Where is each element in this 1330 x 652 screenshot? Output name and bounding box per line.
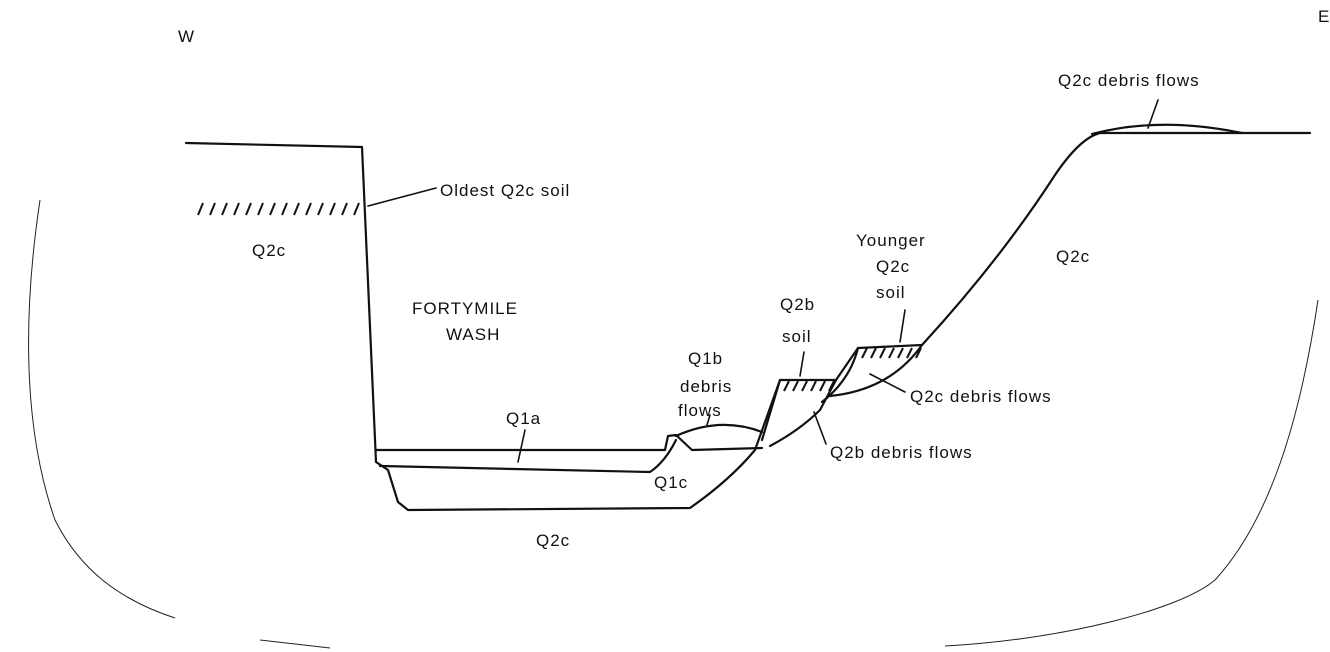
west-label: W	[178, 27, 195, 46]
soil-hatch-mark	[234, 203, 239, 215]
sketch-outline	[29, 200, 1318, 648]
q2b-label: Q2b	[780, 295, 815, 314]
wash-label: WASH	[446, 325, 500, 344]
q2c-left-label: Q2c	[252, 241, 286, 260]
q1b-flows-label: flows	[678, 401, 722, 420]
fortymile-label: FORTYMILE	[412, 299, 518, 318]
soil-hatch-mark	[898, 348, 903, 358]
younger-soil-label: soil	[876, 283, 906, 302]
soil-hatch-mark	[820, 381, 825, 391]
oldest-soil-hatching	[198, 203, 359, 215]
younger-label: Younger	[856, 231, 926, 250]
oldest-q2c-soil-label: Oldest Q2c soil	[440, 181, 570, 200]
soil-hatch-mark	[282, 203, 287, 215]
soil-hatch-mark	[198, 203, 203, 215]
q2b-debris-flows-label: Q2b debris flows	[830, 443, 973, 462]
q2b-soil-label: soil	[782, 327, 812, 346]
leader-lines	[368, 100, 1158, 462]
q2c-right-label: Q2c	[1056, 247, 1090, 266]
soil-hatch-mark	[802, 381, 807, 391]
soil-hatch-mark	[318, 203, 323, 215]
q2c-bottom-label: Q2c	[536, 531, 570, 550]
soil-hatch-mark	[258, 203, 263, 215]
soil-hatch-mark	[210, 203, 215, 215]
soil-hatch-mark	[330, 203, 335, 215]
ground-profile	[186, 125, 1310, 510]
soil-hatch-mark	[880, 348, 885, 358]
soil-hatch-mark	[907, 348, 912, 358]
q1b-debris-label: debris	[680, 377, 732, 396]
soil-hatch-mark	[871, 348, 876, 358]
east-label: E	[1318, 7, 1330, 26]
q1c-label: Q1c	[654, 473, 688, 492]
soil-hatch-mark	[784, 381, 789, 391]
q1b-label: Q1b	[688, 349, 723, 368]
soil-hatch-mark	[342, 203, 347, 215]
soil-hatch-mark	[862, 348, 867, 358]
soil-hatch-mark	[246, 203, 251, 215]
q2b-soil-hatching	[784, 381, 834, 391]
soil-hatch-mark	[354, 203, 359, 215]
q2c-debris-flows-top-label: Q2c debris flows	[1058, 71, 1200, 90]
soil-hatch-mark	[793, 381, 798, 391]
younger-q2c-label: Q2c	[876, 257, 910, 276]
q1a-label: Q1a	[506, 409, 541, 428]
q2c-debris-flows-mid-label: Q2c debris flows	[910, 387, 1052, 406]
soil-hatch-mark	[294, 203, 299, 215]
soil-hatch-mark	[270, 203, 275, 215]
soil-hatch-mark	[222, 203, 227, 215]
soil-hatch-mark	[889, 348, 894, 358]
labels: W E Q2c debris flows Oldest Q2c soil Q2c…	[178, 7, 1330, 550]
soil-hatch-mark	[306, 203, 311, 215]
soil-hatch-mark	[811, 381, 816, 391]
